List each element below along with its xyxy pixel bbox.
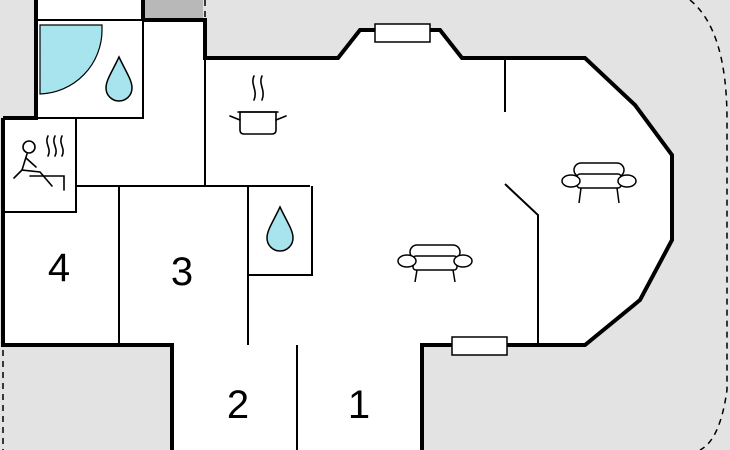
top-strip [36, 0, 144, 20]
room-number-3: 3 [171, 250, 193, 294]
sauna-icon [13, 135, 65, 191]
water-drop-icon [266, 205, 294, 252]
cooking-pot-icon [229, 75, 287, 135]
shower-icon [39, 24, 103, 95]
interior-walls [3, 19, 539, 450]
room-number-1: 1 [348, 383, 370, 427]
terrace-outline [689, 0, 728, 450]
room-number-4: 4 [48, 246, 70, 290]
window-icon [451, 336, 508, 356]
water-drop-icon [105, 55, 133, 102]
sofa-icon [561, 162, 637, 204]
window-icon [374, 23, 431, 43]
sofa-icon [397, 244, 473, 283]
room-number-2: 2 [227, 383, 249, 427]
dark-patch [145, 0, 203, 18]
